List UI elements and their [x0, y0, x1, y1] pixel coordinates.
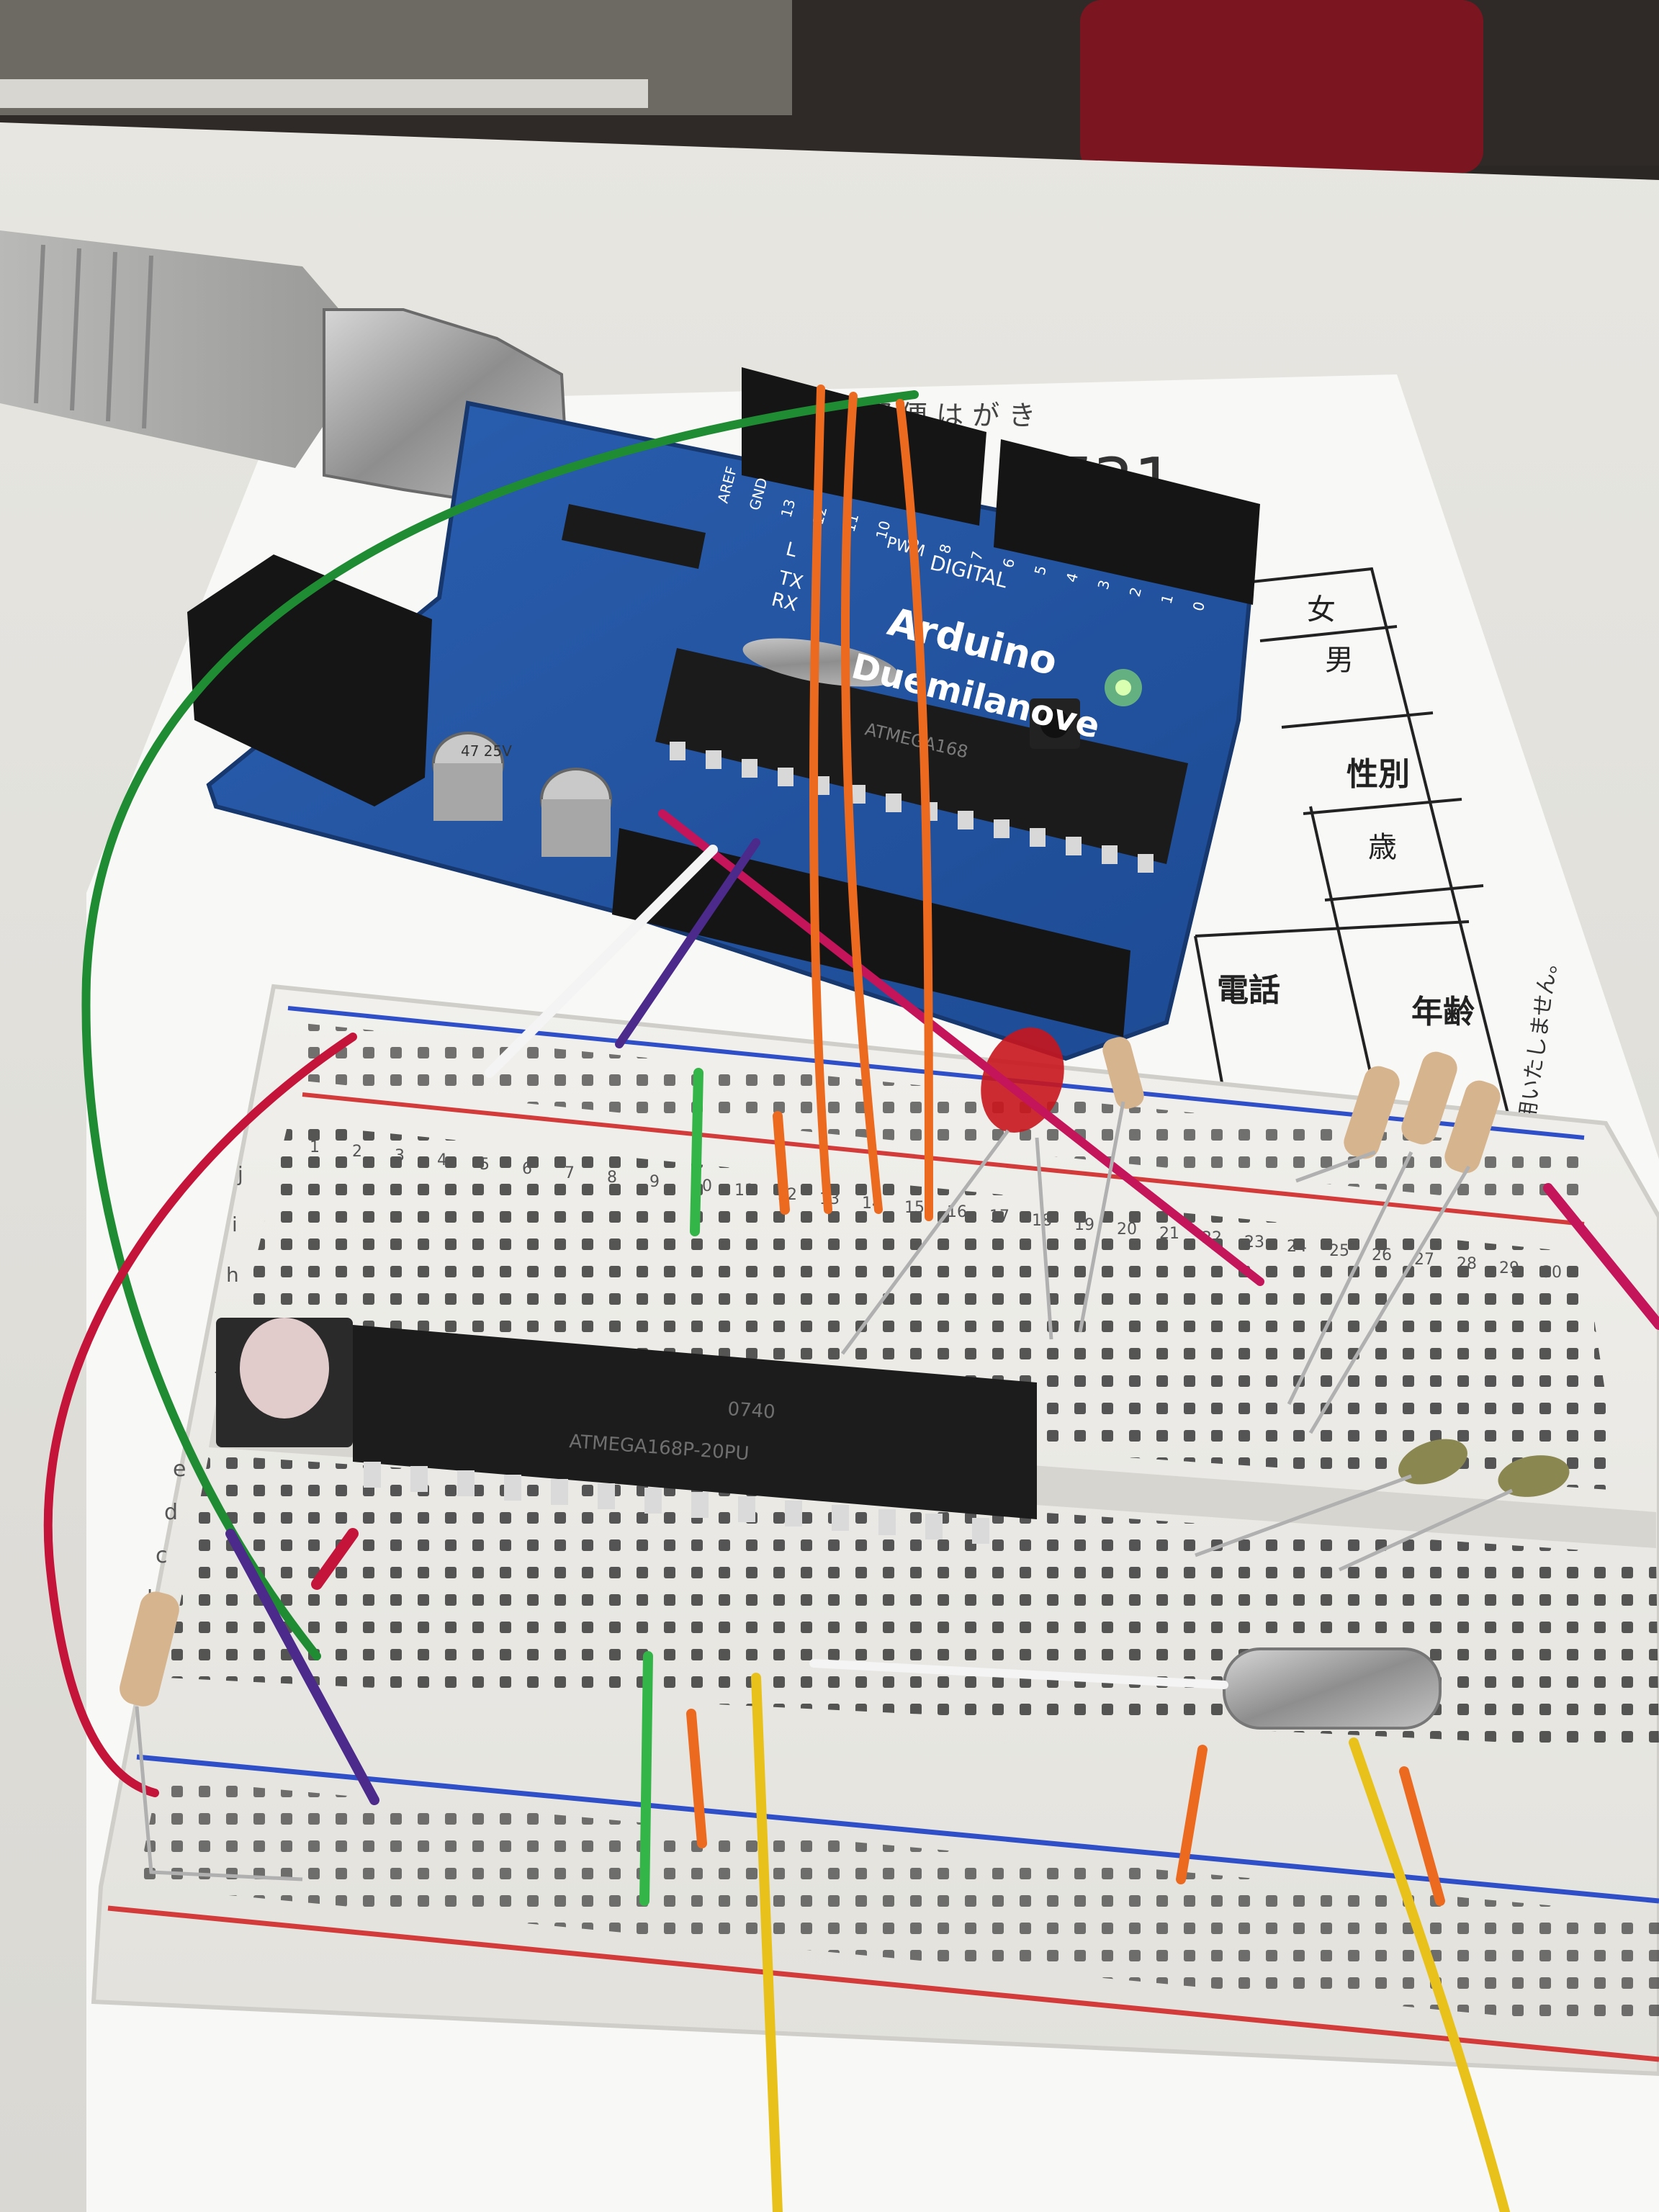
- rail-line-bottom-red: [107, 1905, 1659, 2062]
- postcard-form-table: [1194, 567, 1521, 1160]
- postcard-field-age-unit: 歳: [1368, 831, 1397, 864]
- usb-serial-ic: [562, 504, 706, 569]
- breadboard-crystal: [1223, 1647, 1442, 1730]
- jumper-wires: [43, 385, 1659, 2212]
- breadboard-chip: [353, 1325, 1037, 1519]
- capacitor-label: 47 25V: [461, 742, 512, 760]
- resistor-left: [120, 1591, 179, 1707]
- breadboard-column-number: 5: [480, 1156, 490, 1174]
- arduino-chip-socket-pins: [670, 742, 1154, 873]
- breadboard-column-number: 8: [607, 1169, 617, 1187]
- hole-field-rail-top: [295, 1022, 1584, 1210]
- breadboard-row-letter: d: [164, 1500, 178, 1525]
- wire-red-left: [43, 1033, 357, 1797]
- component-leads: [135, 1101, 1514, 1881]
- breadboard-column-number: 26: [1372, 1246, 1392, 1264]
- resistor-group-right: [1344, 1051, 1501, 1174]
- breadboard-column-number: 3: [395, 1147, 405, 1165]
- breadboard-column-number: 15: [904, 1199, 925, 1217]
- arduino-header-label: 1: [1158, 593, 1177, 606]
- breadboard-column-number: 1: [310, 1138, 320, 1156]
- breadboard-column-number: 25: [1329, 1242, 1349, 1260]
- hole-field-rail-bottom: [137, 1779, 1659, 2031]
- breadboard-column-number: 17: [989, 1208, 1010, 1226]
- breadboard-row-letter: c: [156, 1543, 168, 1568]
- digital-header-right: [994, 439, 1260, 605]
- breadboard-column-number: 11: [734, 1182, 755, 1200]
- power-led: [1115, 680, 1131, 696]
- arduino-header-label: 4: [1063, 571, 1082, 585]
- wire-green-long: [81, 390, 919, 1660]
- breadboard-column-number: 19: [1074, 1216, 1094, 1234]
- wire-yellow-2: [1349, 1737, 1510, 2212]
- arduino-crystal: [742, 638, 899, 687]
- breadboard-column-number: 29: [1499, 1259, 1519, 1277]
- red-led: [981, 1028, 1064, 1133]
- breadboard-chip-text-2: 0740: [727, 1398, 776, 1424]
- breadboard-chip-pins: [364, 1462, 989, 1544]
- postcard-field-phone: 電話: [1217, 972, 1280, 1009]
- arduino-header-label: 0: [1190, 600, 1208, 613]
- usb-cable-grip: [34, 244, 153, 429]
- arduino-header-label: 3: [1094, 578, 1113, 592]
- arduino-header-label: 2: [1126, 585, 1145, 599]
- wire-green-short-bottom: [639, 1651, 653, 1906]
- breadboard-row-letter: j: [237, 1162, 243, 1186]
- breadboard-column-number: 24: [1287, 1238, 1307, 1256]
- capacitor-left-body: [433, 763, 503, 821]
- breadboard-row-letter: i: [232, 1213, 238, 1236]
- arduino-header-label: 5: [1031, 564, 1050, 577]
- rail-line-top-red: [302, 1092, 1585, 1226]
- breadboard-column-number: 28: [1457, 1255, 1477, 1273]
- usb-cable-body: [0, 230, 346, 468]
- postcard-field-age: 年齢: [1411, 994, 1475, 1030]
- wire-magenta: [658, 809, 1264, 1286]
- ceramic-capacitor-2: [1498, 1455, 1570, 1497]
- ceramic-capacitor-1: [1398, 1439, 1467, 1485]
- breadboard-row-letter: h: [226, 1263, 239, 1287]
- wire-green-short-top: [690, 1068, 703, 1236]
- wire-red-short-left: [311, 1528, 359, 1590]
- background-red-object: [1080, 0, 1483, 173]
- breadboard-column-number: 6: [522, 1160, 532, 1178]
- wire-orange-short-right: [1176, 1745, 1208, 1884]
- postcard-field-gender: 性別: [1346, 756, 1410, 793]
- breadboard-column-number: 30: [1542, 1264, 1562, 1282]
- capacitor-right-body: [541, 799, 611, 857]
- arduino-header-label: 8: [936, 542, 955, 556]
- wire-white-top: [485, 845, 718, 1078]
- reset-button-cap: [1040, 709, 1069, 738]
- breadboard-column-number: 4: [437, 1151, 447, 1169]
- wire-purple-bottom: [225, 1529, 379, 1805]
- wire-orange-1: [809, 385, 832, 1214]
- wire-white-crystal: [809, 1659, 1228, 1689]
- wire-orange-2: [840, 392, 883, 1214]
- power-jack: [187, 554, 432, 806]
- wire-yellow-1: [751, 1673, 783, 2212]
- wire-purple-top: [615, 838, 760, 1048]
- wire-orange-3: [896, 399, 933, 1221]
- breadboard-column-number: 2: [352, 1143, 362, 1161]
- breadboard-column-number: 7: [565, 1164, 575, 1182]
- wire-orange-short-top: [773, 1111, 790, 1215]
- postcard-field-female: 女: [1307, 593, 1336, 626]
- breadboard-column-number: 20: [1117, 1220, 1137, 1238]
- wire-red-right: [1543, 1183, 1659, 1330]
- postcard-field-male: 男: [1325, 644, 1354, 677]
- background-book-edge: [0, 79, 648, 108]
- arduino-header-label: 7: [968, 549, 986, 563]
- breadboard-row-letter: e: [173, 1457, 186, 1482]
- breadboard-column-number: 21: [1159, 1225, 1179, 1243]
- arduino-header-label: 6: [999, 557, 1018, 570]
- push-button-cap: [240, 1318, 329, 1419]
- wire-orange-short-bottom: [686, 1709, 707, 1848]
- breadboard-column-number: 9: [649, 1173, 660, 1191]
- wire-orange-short-crystal: [1399, 1766, 1445, 1906]
- digital-header-left: [742, 367, 986, 526]
- breadboard-column-number: 23: [1244, 1233, 1264, 1251]
- resistor-led: [1102, 1037, 1144, 1109]
